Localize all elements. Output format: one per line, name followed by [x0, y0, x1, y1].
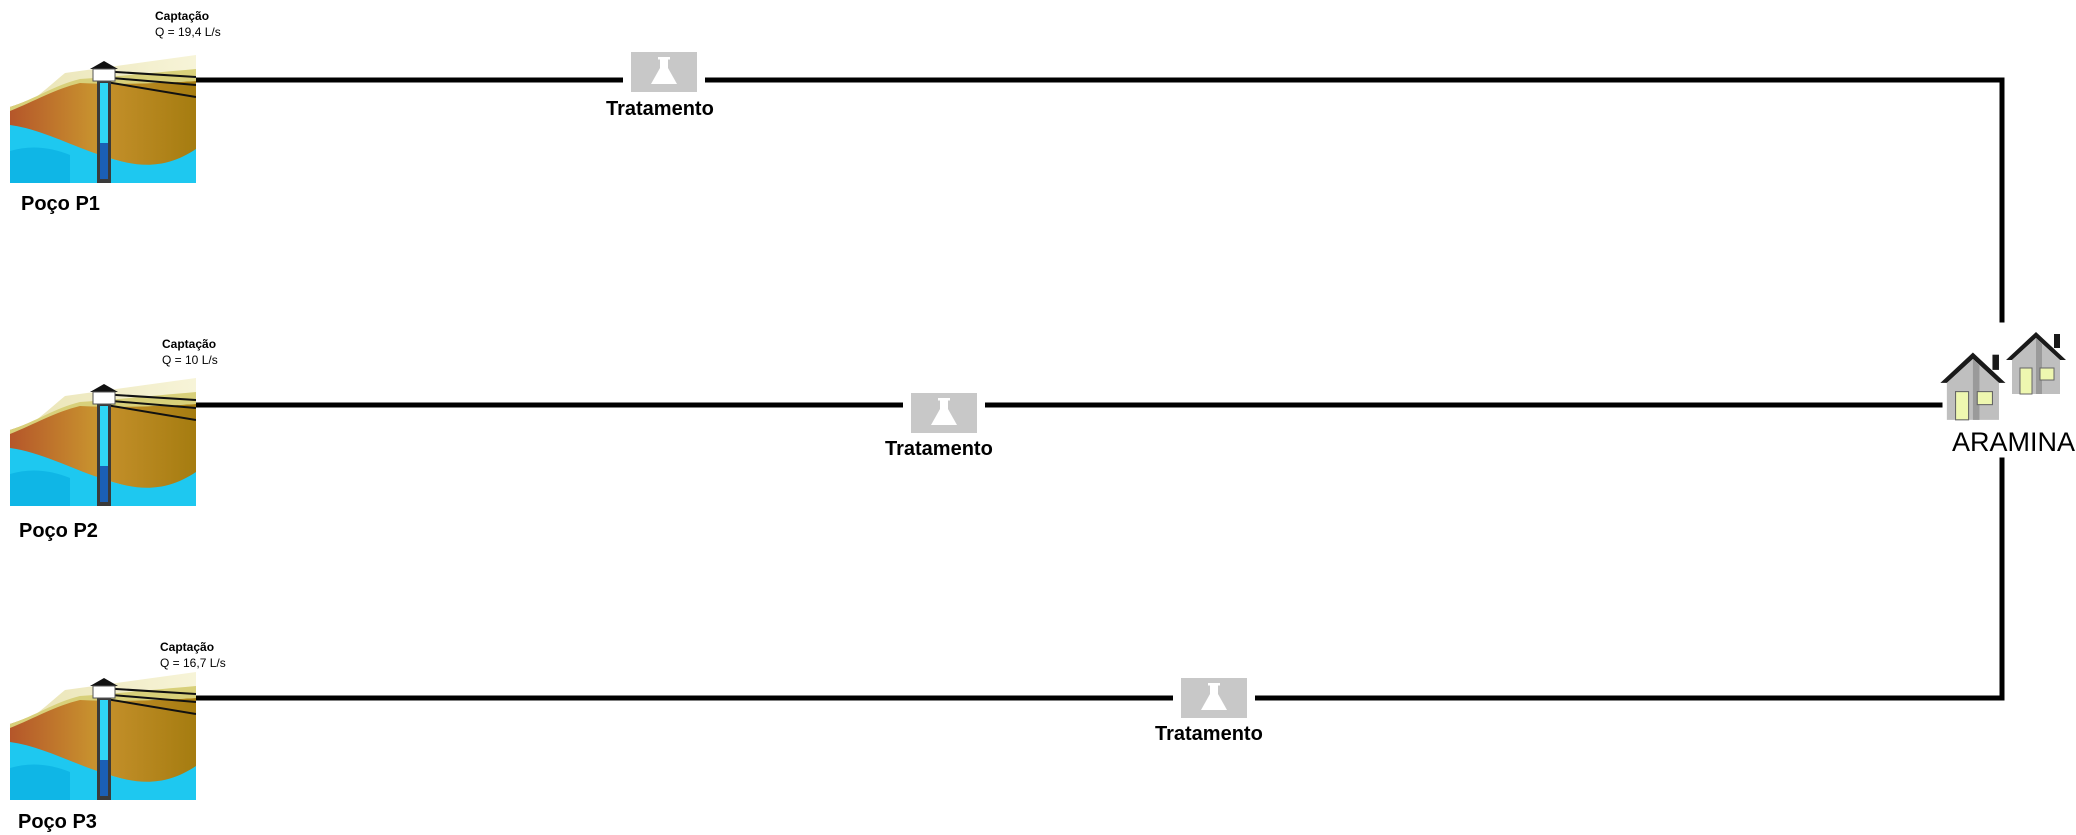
well-name-p2: Poço P2: [19, 520, 98, 542]
treatment-label-p3: Tratamento: [1155, 723, 1263, 745]
well-name-p3: Poço P3: [18, 811, 97, 833]
houses-icon: [1939, 331, 2067, 421]
well-p3-icon: [10, 672, 196, 800]
treatment-p3-icon: [1181, 678, 1247, 718]
pipe-line-p1: [187, 77, 2005, 323]
captacao-label-p2: Captação: [162, 337, 217, 351]
flow-rate-p1: Q = 19,4 L/s: [155, 25, 221, 39]
pipe-network: [187, 77, 2005, 701]
flow-rate-p3: Q = 16,7 L/s: [160, 656, 226, 670]
well-p1-icon: [10, 55, 196, 183]
treatment-label-p1: Tratamento: [606, 98, 714, 120]
well-p2-icon: [10, 378, 196, 506]
captacao-label-p3: Captação: [160, 640, 215, 654]
destination-label: ARAMINA: [1952, 427, 2076, 457]
treatment-label-p2: Tratamento: [885, 438, 993, 460]
treatment-p1-icon: [631, 52, 697, 92]
captacao-label-p1: Captação: [155, 9, 210, 23]
flow-rate-p2: Q = 10 L/s: [162, 353, 218, 367]
treatment-p2-icon: [911, 393, 977, 433]
well-name-p1: Poço P1: [21, 193, 100, 215]
pipe-line-p3: [187, 457, 2005, 701]
